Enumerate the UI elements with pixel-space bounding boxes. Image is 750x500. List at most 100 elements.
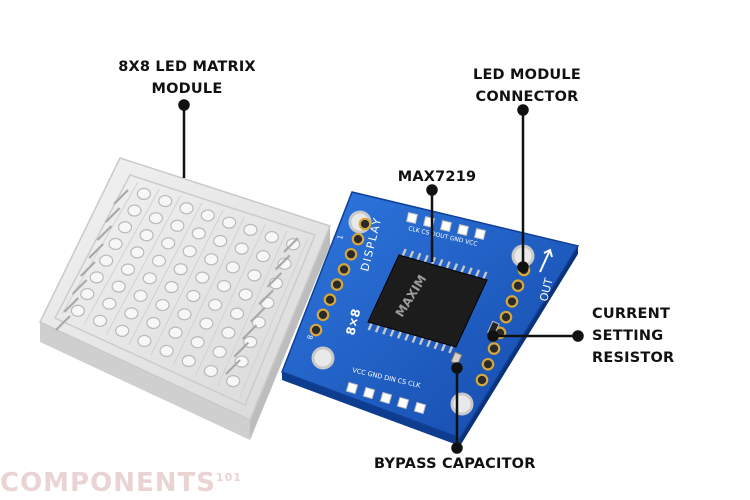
chip-leg	[382, 326, 388, 335]
led-dot	[99, 254, 114, 267]
matrix-pin	[225, 359, 241, 375]
header-pin	[351, 232, 365, 246]
led-dot	[155, 298, 170, 312]
chip-legs	[367, 248, 488, 354]
label-led-connector: LED MODULE CONNECTOR	[457, 64, 597, 108]
matrix-pin	[241, 324, 258, 340]
led-dot	[158, 194, 173, 208]
pcb-pad	[406, 212, 418, 224]
matrix-groove	[106, 195, 181, 335]
led-dot	[151, 254, 167, 267]
led-dot	[80, 287, 95, 301]
label-current-resistor-line-1: CURRENT	[592, 306, 671, 322]
label-led-matrix-line-1: 8X8 LED MATRIX	[118, 59, 256, 75]
led-dot	[216, 279, 232, 293]
chip-leg	[401, 248, 407, 257]
pcb-pad	[440, 220, 452, 232]
led-dot	[225, 261, 240, 274]
header-pin	[337, 263, 351, 276]
header-pin	[487, 342, 501, 355]
chip-leg	[460, 265, 466, 274]
led-dot	[136, 187, 152, 200]
led-dot	[234, 242, 249, 255]
led-dot	[199, 317, 214, 330]
led-dot	[191, 227, 206, 240]
pcb-pad	[379, 391, 393, 405]
led-dot	[264, 230, 279, 244]
led-dot	[159, 344, 174, 358]
led-dot	[234, 355, 249, 368]
matrix-pin	[113, 189, 129, 205]
chip-leg	[367, 322, 373, 331]
watermark-superscript: 101	[215, 471, 242, 484]
matrix-side-front	[40, 322, 250, 440]
chip-leg	[433, 341, 439, 350]
matrix-pin	[96, 225, 113, 241]
matrix-pin	[274, 254, 291, 271]
header-pin	[358, 217, 372, 231]
max7219-chip: MAXIM	[367, 248, 488, 354]
led-dot	[70, 304, 85, 317]
max7219-board: DISPLAY 8×8 OUT IN CLK CS DOUT GND VCC V…	[281, 191, 580, 446]
header-pin	[505, 295, 519, 308]
pcb-pad	[413, 401, 427, 415]
chip-leg	[418, 337, 425, 346]
label-led-matrix-line-2: MODULE	[151, 81, 223, 97]
led-dot	[148, 212, 164, 225]
watermark-text: COMPONENTS	[0, 468, 216, 498]
label-current-resistor: CURRENT SETTING RESISTOR	[592, 303, 702, 369]
led-dot	[204, 253, 219, 266]
bypass-capacitor	[450, 351, 463, 365]
led-dot	[190, 336, 205, 349]
matrix-pin	[250, 306, 266, 323]
matrix-side-right	[250, 226, 330, 440]
led-dot	[108, 237, 123, 251]
matrix-pin	[71, 279, 88, 295]
led-dot	[255, 250, 271, 263]
label-current-resistor-line-2: SETTING	[592, 328, 664, 344]
led-dot	[133, 289, 148, 302]
header-left	[309, 217, 372, 337]
callout-max7219	[426, 184, 438, 262]
header-pin	[330, 278, 344, 291]
led-dot	[111, 280, 126, 293]
silk-out: OUT	[537, 277, 555, 303]
led-dot	[195, 271, 210, 284]
matrix-pins-left	[55, 189, 129, 331]
matrix-groove	[150, 209, 224, 356]
led-dot	[243, 223, 258, 236]
pcb-pad	[362, 386, 376, 400]
led-dot	[173, 263, 188, 276]
arrow-in-icon	[499, 390, 511, 411]
led-dot	[139, 229, 154, 242]
matrix-pins-right	[225, 237, 299, 375]
board-edge-right	[460, 246, 578, 446]
led-grid	[61, 181, 309, 397]
matrix-pin	[55, 315, 71, 331]
chip-leg	[404, 332, 410, 341]
led-dot	[142, 272, 157, 285]
chip-leg	[440, 343, 447, 352]
led-dot	[203, 364, 219, 378]
led-dot	[221, 326, 236, 339]
chip-leg	[396, 330, 403, 339]
silk-size: 8×8	[343, 307, 363, 336]
led-dot	[229, 307, 245, 320]
led-dot	[117, 221, 133, 234]
matrix-pin	[283, 237, 299, 253]
callout-connector	[517, 104, 529, 273]
led-dot	[89, 271, 104, 284]
led-dot	[168, 326, 183, 339]
chip-leg	[438, 258, 444, 267]
matrix-inner-frame	[53, 174, 317, 407]
header-pin	[344, 247, 358, 261]
matrix-pin	[266, 272, 283, 288]
led-dot	[181, 354, 196, 368]
matrix-pin	[80, 261, 96, 277]
silk-in: IN	[505, 370, 520, 384]
label-current-resistor-line-3: RESISTOR	[592, 350, 675, 366]
board-edge-front	[282, 372, 460, 446]
chip-leg	[482, 271, 488, 280]
label-led-connector-line-1: LED MODULE	[473, 67, 581, 83]
